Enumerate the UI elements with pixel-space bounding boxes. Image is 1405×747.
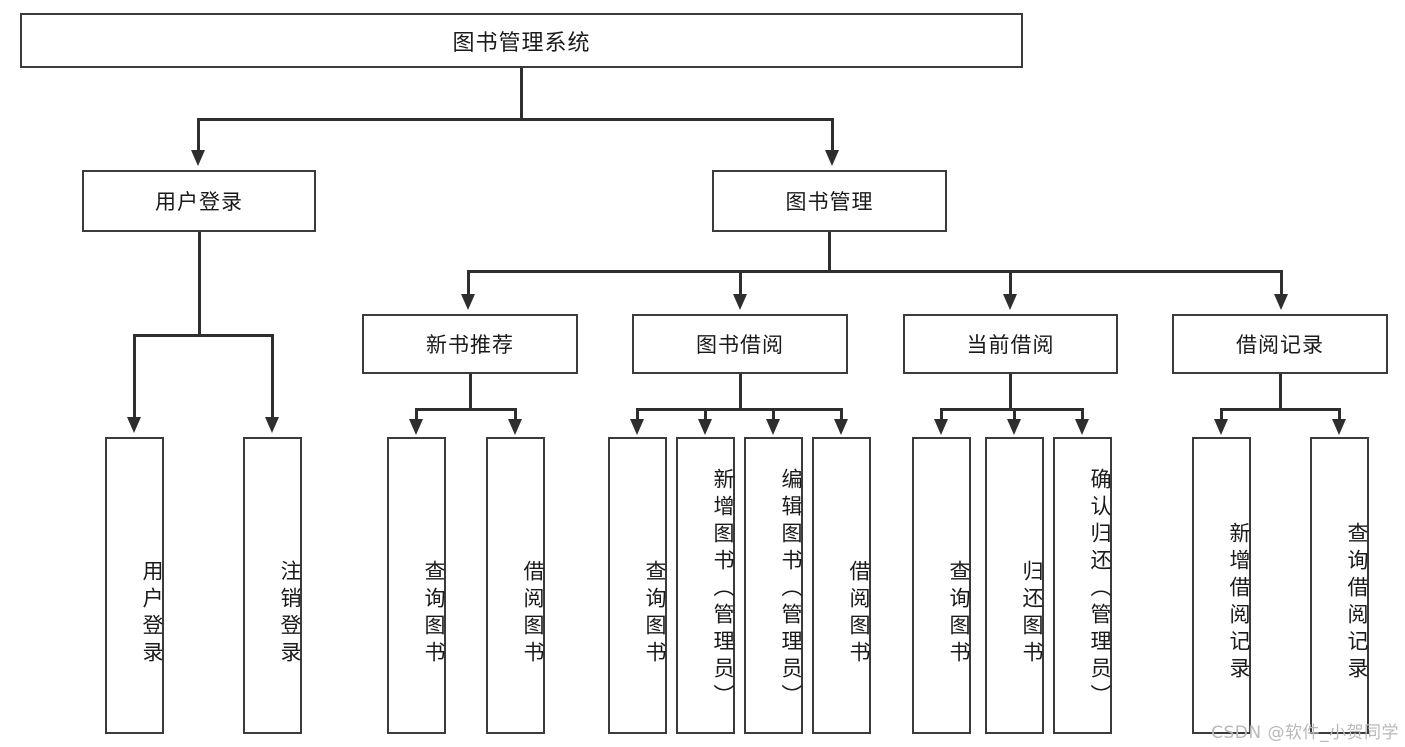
- node-new-book-recommend[interactable]: 新书推荐: [362, 314, 578, 374]
- arrow-newbook-to-leaf2: [508, 419, 522, 435]
- connector-userlogin-to-leaf1: [133, 334, 136, 418]
- connector-current-stem: [1009, 374, 1012, 408]
- arrow-root-to-bookmgmt: [825, 150, 839, 166]
- arrow-current-to-leaf3: [1075, 419, 1089, 435]
- arrow-bookmgmt-to-current: [1003, 294, 1017, 310]
- leaf-label: 查询图书: [643, 559, 667, 668]
- leaf-query-borrow-record[interactable]: 查询借阅记录: [1310, 437, 1369, 734]
- connector-current-to-leaf2: [1013, 408, 1016, 420]
- connector-borrow-to-leaf1: [636, 408, 639, 420]
- leaf-label: 借阅图书: [521, 559, 545, 668]
- connector-current-to-leaf3: [1081, 408, 1084, 420]
- arrow-current-to-leaf1: [934, 419, 948, 435]
- leaf-label: 编辑图书（管理员）: [779, 468, 803, 711]
- arrow-borrow-to-leaf3: [766, 419, 780, 435]
- connector-newbook-bus: [415, 408, 517, 411]
- connector-current-to-leaf1: [940, 408, 943, 420]
- arrow-records-to-leaf1: [1214, 419, 1228, 435]
- arrow-userlogin-to-leaf1: [127, 417, 141, 433]
- leaf-confirm-return-admin[interactable]: 确认归还（管理员）: [1053, 437, 1112, 734]
- leaf-label: 新增借阅记录: [1227, 521, 1251, 684]
- connector-userlogin-stem: [198, 232, 201, 334]
- connector-borrow-bus: [636, 408, 842, 411]
- connector-newbook-to-leaf1: [415, 408, 418, 420]
- node-root[interactable]: 图书管理系统: [20, 13, 1023, 68]
- leaf-label: 用户登录: [140, 559, 164, 668]
- connector-root-stem: [520, 68, 523, 120]
- connector-root-to-bookmgmt: [831, 118, 834, 152]
- leaf-query-book-current[interactable]: 查询图书: [912, 437, 971, 734]
- connector-newbook-stem: [469, 374, 472, 408]
- node-current-borrow-label: 当前借阅: [966, 333, 1055, 357]
- leaf-label: 注销登录: [278, 559, 302, 668]
- leaf-query-book-borrow[interactable]: 查询图书: [608, 437, 667, 734]
- connector-records-stem: [1279, 374, 1282, 408]
- connector-bookmgmt-to-borrow: [739, 270, 742, 296]
- node-user-login[interactable]: 用户登录: [82, 170, 316, 232]
- connector-borrow-to-leaf2: [704, 408, 707, 420]
- connector-root-to-userlogin: [197, 118, 200, 152]
- node-book-borrow[interactable]: 图书借阅: [632, 314, 848, 374]
- arrow-root-to-userlogin: [191, 150, 205, 166]
- leaf-label: 借阅图书: [847, 559, 871, 668]
- leaf-label: 新增图书（管理员）: [711, 468, 735, 711]
- connector-root-bus: [197, 118, 833, 121]
- leaf-borrow-book[interactable]: 借阅图书: [812, 437, 871, 734]
- connector-bookmgmt-to-records: [1280, 270, 1283, 296]
- node-book-borrow-label: 图书借阅: [696, 333, 784, 357]
- leaf-label: 确认归还（管理员）: [1088, 468, 1112, 711]
- connector-bookmgmt-to-newbook: [467, 270, 470, 296]
- connector-records-bus: [1220, 408, 1340, 411]
- arrow-newbook-to-leaf1: [409, 419, 423, 435]
- connector-records-to-leaf1: [1220, 408, 1223, 420]
- connector-userlogin-bus: [133, 334, 272, 337]
- node-current-borrow[interactable]: 当前借阅: [903, 314, 1118, 374]
- leaf-label: 查询图书: [422, 559, 446, 668]
- leaf-label: 归还图书: [1020, 559, 1044, 668]
- leaf-logout[interactable]: 注销登录: [243, 437, 302, 734]
- connector-bookmgmt-to-current: [1009, 270, 1012, 296]
- leaf-label: 查询图书: [947, 559, 971, 668]
- arrow-bookmgmt-to-records: [1274, 294, 1288, 310]
- leaf-borrow-book-recommend[interactable]: 借阅图书: [486, 437, 545, 734]
- arrow-borrow-to-leaf2: [698, 419, 712, 435]
- arrow-borrow-to-leaf1: [630, 419, 644, 435]
- connector-userlogin-to-leaf2: [271, 334, 274, 418]
- node-new-book-recommend-label: 新书推荐: [426, 333, 514, 357]
- leaf-query-book-recommend[interactable]: 查询图书: [387, 437, 446, 734]
- connector-current-bus: [940, 408, 1082, 411]
- leaf-return-book[interactable]: 归还图书: [985, 437, 1044, 734]
- arrow-borrow-to-leaf4: [834, 419, 848, 435]
- arrow-current-to-leaf2: [1007, 419, 1021, 435]
- connector-borrow-to-leaf3: [772, 408, 775, 420]
- connector-records-to-leaf2: [1338, 408, 1341, 420]
- arrow-userlogin-to-leaf2: [265, 417, 279, 433]
- node-borrow-records[interactable]: 借阅记录: [1172, 314, 1388, 374]
- connector-borrow-stem: [739, 374, 742, 408]
- leaf-user-login[interactable]: 用户登录: [105, 437, 164, 734]
- node-user-login-label: 用户登录: [155, 190, 243, 214]
- arrow-bookmgmt-to-borrow: [733, 294, 747, 310]
- node-root-label: 图书管理系统: [452, 30, 591, 56]
- leaf-add-book-admin[interactable]: 新增图书（管理员）: [676, 437, 735, 734]
- connector-newbook-to-leaf2: [514, 408, 517, 420]
- connector-bookmgmt-stem: [828, 232, 831, 270]
- connector-borrow-to-leaf4: [840, 408, 843, 420]
- connector-bookmgmt-bus: [467, 270, 1282, 273]
- node-book-management[interactable]: 图书管理: [712, 170, 947, 232]
- node-borrow-records-label: 借阅记录: [1236, 333, 1324, 357]
- leaf-add-borrow-record[interactable]: 新增借阅记录: [1192, 437, 1251, 734]
- arrow-bookmgmt-to-newbook: [461, 294, 475, 310]
- leaf-label: 查询借阅记录: [1345, 521, 1369, 684]
- leaf-edit-book-admin[interactable]: 编辑图书（管理员）: [744, 437, 803, 734]
- node-book-management-label: 图书管理: [785, 190, 874, 214]
- arrow-records-to-leaf2: [1332, 419, 1346, 435]
